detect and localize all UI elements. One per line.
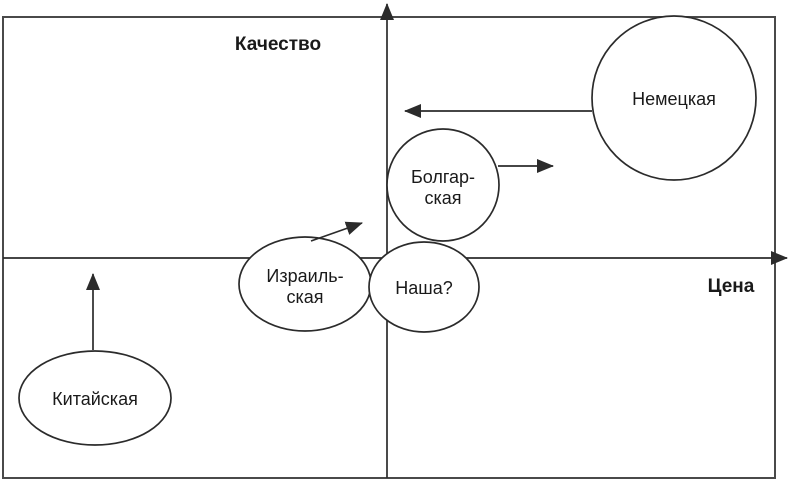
bubble-kitayskaya bbox=[18, 350, 172, 446]
bubble-label-kitayskaya: Китайская bbox=[52, 389, 138, 409]
bubble-label-line: Болгар- bbox=[411, 167, 475, 187]
bubble-label-bolgarskaya: Болгар-ская bbox=[411, 167, 475, 208]
bubble-label-line: ская bbox=[424, 188, 461, 208]
bubble-label-nemetskaya: Немецкая bbox=[632, 89, 716, 109]
y-axis-label: Качество bbox=[235, 34, 321, 55]
bubble-nemetskaya bbox=[591, 15, 757, 181]
bubble-bolgarskaya bbox=[386, 128, 500, 242]
bubble-label-izrailskaya: Израиль-ская bbox=[266, 266, 343, 307]
bubble-label-line: ская bbox=[286, 287, 323, 307]
x-axis-label: Цена bbox=[708, 276, 755, 297]
arrows-group bbox=[86, 104, 592, 350]
bubble-label-line: Израиль- bbox=[266, 266, 343, 286]
bubbles-group: КитайскаяИзраиль-скаяБолгар-скаяНаша?Нем… bbox=[18, 15, 757, 446]
bubble-label-line: Немецкая bbox=[632, 89, 716, 109]
bubble-label-nasha: Наша? bbox=[395, 278, 452, 298]
bubble-nasha bbox=[368, 241, 480, 333]
arrow-from-izrailskaya bbox=[310, 221, 363, 242]
bubble-label-line: Китайская bbox=[52, 389, 138, 409]
bubble-label-line: Наша? bbox=[395, 278, 452, 298]
